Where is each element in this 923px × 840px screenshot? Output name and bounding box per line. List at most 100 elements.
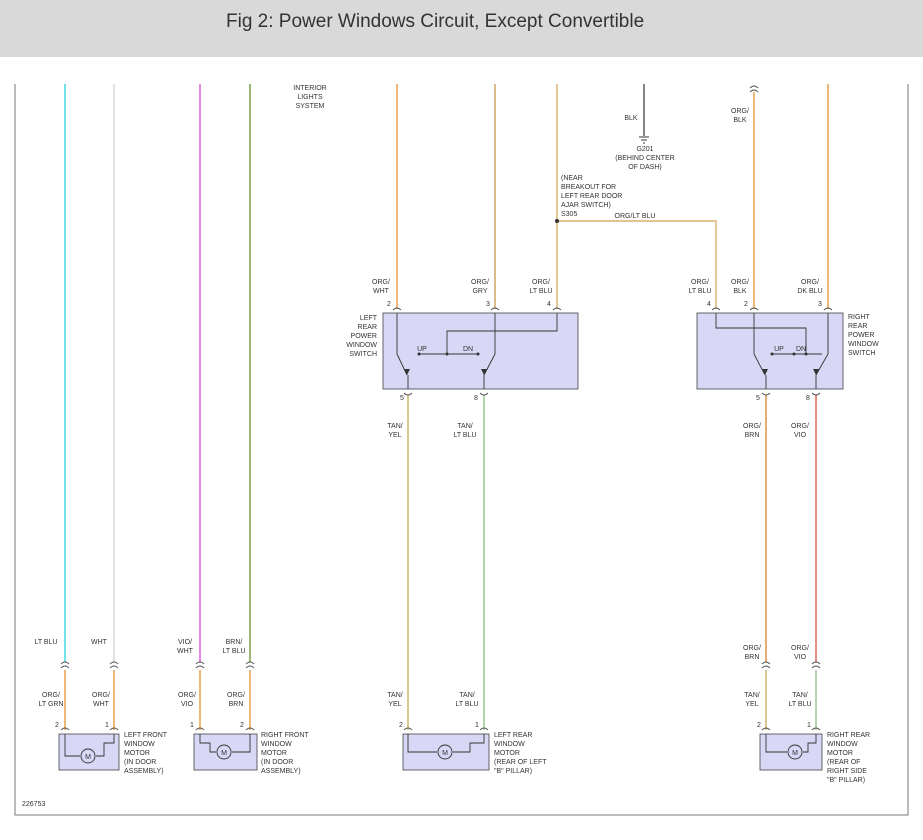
svg-text:LT BLU: LT BLU	[34, 639, 57, 646]
svg-text:4: 4	[547, 301, 551, 308]
right-switch-output-labels: 5 ORG/ BRN 8 ORG/ VIO	[743, 395, 810, 439]
right-switch-up-label: UP	[774, 346, 784, 353]
svg-text:3: 3	[818, 301, 822, 308]
svg-text:WHT: WHT	[93, 701, 110, 708]
svg-text:LT BLU: LT BLU	[529, 288, 552, 295]
right-switch-input-labels: ORG/ LT BLU 4 ORG/ BLK 2 ORG/ DK BLU 3	[688, 279, 822, 308]
svg-text:(NEAR: (NEAR	[561, 175, 583, 182]
svg-text:LIGHTS: LIGHTS	[297, 94, 323, 101]
svg-text:2: 2	[387, 301, 391, 308]
svg-text:WINDOW: WINDOW	[848, 341, 879, 348]
svg-text:WHT: WHT	[91, 639, 108, 646]
wiring-diagram: M M M M INTERIOR LIGHTS SYSTEM BLK G201 …	[14, 84, 909, 816]
svg-text:LT BLU: LT BLU	[453, 432, 476, 439]
svg-text:(REAR OF LEFT: (REAR OF LEFT	[494, 759, 547, 766]
ground-label: G201 (BEHIND CENTER OF DASH)	[615, 146, 675, 171]
svg-text:ORG/: ORG/	[532, 279, 550, 286]
splice-wire-label: ORG/LT BLU	[615, 213, 656, 220]
svg-text:LEFT: LEFT	[360, 315, 378, 322]
svg-text:G201: G201	[636, 146, 653, 153]
splice-s305	[555, 219, 559, 223]
motor-right-rear: M	[759, 733, 823, 771]
svg-text:LEFT REAR: LEFT REAR	[494, 732, 532, 739]
motor-upper-wire-labels: LT BLU WHT VIO/ WHT BRN/ LT BLU ORG/ BRN…	[34, 639, 809, 661]
svg-text:VIO/: VIO/	[178, 639, 192, 646]
motor-name-right-front: RIGHT FRONT WINDOW MOTOR (IN DOOR ASSEMB…	[261, 732, 309, 775]
svg-text:LT BLU: LT BLU	[222, 648, 245, 655]
svg-text:TAN/: TAN/	[387, 423, 402, 430]
svg-text:WHT: WHT	[373, 288, 390, 295]
svg-text:VIO: VIO	[181, 701, 194, 708]
svg-text:ORG/: ORG/	[801, 279, 819, 286]
svg-text:MOTOR: MOTOR	[494, 750, 520, 757]
svg-text:ORG/: ORG/	[691, 279, 709, 286]
svg-text:TAN/: TAN/	[744, 692, 759, 699]
svg-text:BREAKOUT FOR: BREAKOUT FOR	[561, 184, 616, 191]
right-rear-switch	[696, 312, 844, 390]
wire-label-blk: BLK	[624, 115, 638, 122]
svg-text:1: 1	[807, 722, 811, 729]
left-switch-up-label: UP	[417, 346, 427, 353]
motor-symbol: M	[85, 754, 91, 761]
org-blk-top-label: ORG/ BLK	[731, 108, 749, 124]
svg-text:MOTOR: MOTOR	[261, 750, 287, 757]
svg-text:ORG/: ORG/	[42, 692, 60, 699]
svg-text:LT BLU: LT BLU	[688, 288, 711, 295]
svg-text:POWER: POWER	[848, 332, 874, 339]
motor-symbol: M	[792, 750, 798, 757]
svg-text:RIGHT FRONT: RIGHT FRONT	[261, 732, 309, 739]
svg-text:SWITCH: SWITCH	[349, 351, 377, 358]
svg-text:ORG/: ORG/	[743, 423, 761, 430]
svg-text:BLK: BLK	[733, 117, 747, 124]
svg-text:"B" PILLAR): "B" PILLAR)	[494, 768, 532, 775]
svg-text:5: 5	[400, 395, 404, 402]
svg-text:RIGHT REAR: RIGHT REAR	[827, 732, 870, 739]
svg-text:ORG/: ORG/	[227, 692, 245, 699]
svg-text:1: 1	[105, 722, 109, 729]
svg-text:DK BLU: DK BLU	[797, 288, 822, 295]
splice-label: (NEAR BREAKOUT FOR LEFT REAR DOOR AJAR S…	[561, 175, 622, 218]
svg-text:2: 2	[55, 722, 59, 729]
right-switch-name: RIGHT REAR POWER WINDOW SWITCH	[848, 314, 879, 357]
svg-text:TAN/: TAN/	[457, 423, 472, 430]
svg-text:WINDOW: WINDOW	[346, 342, 377, 349]
svg-text:5: 5	[756, 395, 760, 402]
svg-text:ORG/: ORG/	[471, 279, 489, 286]
svg-text:"B" PILLAR): "B" PILLAR)	[827, 777, 865, 784]
svg-text:REAR: REAR	[358, 324, 377, 331]
svg-text:WINDOW: WINDOW	[827, 741, 858, 748]
svg-text:1: 1	[190, 722, 194, 729]
svg-text:2: 2	[744, 301, 748, 308]
svg-text:BLK: BLK	[733, 288, 747, 295]
svg-text:BRN: BRN	[745, 432, 760, 439]
svg-text:1: 1	[475, 722, 479, 729]
motor-name-left-front: LEFT FRONT WINDOW MOTOR (IN DOOR ASSEMBL…	[124, 732, 168, 775]
svg-text:ORG/: ORG/	[791, 423, 809, 430]
svg-text:ASSEMBLY): ASSEMBLY)	[261, 768, 301, 775]
ground-symbol	[639, 136, 649, 144]
svg-text:LEFT REAR DOOR: LEFT REAR DOOR	[561, 193, 622, 200]
svg-text:ORG/: ORG/	[791, 645, 809, 652]
svg-text:ORG/: ORG/	[178, 692, 196, 699]
svg-text:(REAR OF: (REAR OF	[827, 759, 860, 766]
svg-text:ORG/: ORG/	[743, 645, 761, 652]
svg-text:MOTOR: MOTOR	[827, 750, 853, 757]
svg-text:SYSTEM: SYSTEM	[296, 103, 325, 110]
svg-text:2: 2	[399, 722, 403, 729]
svg-text:8: 8	[474, 395, 478, 402]
svg-text:LEFT FRONT: LEFT FRONT	[124, 732, 168, 739]
svg-text:BRN: BRN	[745, 654, 760, 661]
motor-pin-numbers: 2 1 1 2 2 1 2 1	[55, 722, 811, 729]
diagram-frame	[14, 84, 909, 816]
left-rear-switch	[382, 312, 579, 390]
svg-text:MOTOR: MOTOR	[124, 750, 150, 757]
left-switch-name: LEFT REAR POWER WINDOW SWITCH	[346, 315, 377, 358]
svg-text:ORG/: ORG/	[92, 692, 110, 699]
svg-text:(IN DOOR: (IN DOOR	[261, 759, 293, 766]
svg-text:ORG/: ORG/	[372, 279, 390, 286]
svg-text:SWITCH: SWITCH	[848, 350, 876, 357]
svg-text:REAR: REAR	[848, 323, 867, 330]
motor-lower-wire-labels: ORG/ LT GRN ORG/ WHT ORG/ VIO ORG/ BRN T…	[38, 692, 811, 708]
svg-text:TAN/: TAN/	[792, 692, 807, 699]
svg-text:ASSEMBLY): ASSEMBLY)	[124, 768, 164, 775]
